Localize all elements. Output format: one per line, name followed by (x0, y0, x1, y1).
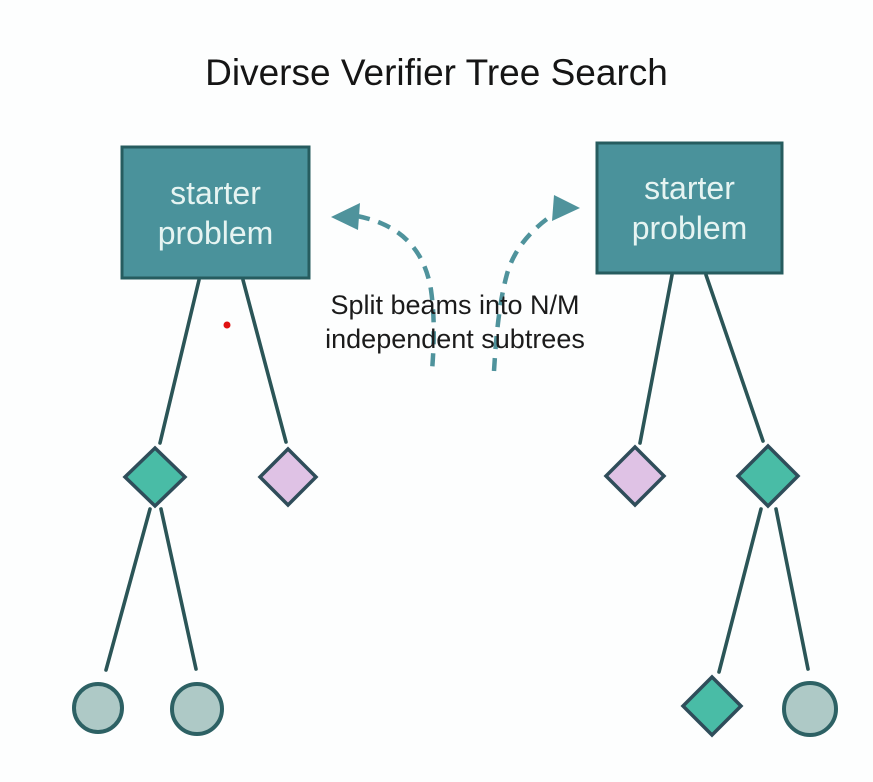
split-arrow-left-head-icon (331, 203, 360, 230)
tree-edge (241, 278, 288, 444)
right-root-box (595, 141, 784, 275)
right-diamond-pink (603, 444, 667, 508)
split-annotation: Split beams into N/M independent subtree… (255, 288, 655, 356)
left-diamond-pink (257, 446, 319, 508)
tree-edge (158, 278, 201, 445)
right-diamond-green (735, 443, 801, 509)
right-root-label-line1: starter (644, 170, 735, 206)
right-leaf-diamond-green (680, 674, 744, 738)
right-leaf-circle (782, 681, 838, 737)
red-pointer-dot (223, 321, 231, 329)
split-arrows (331, 195, 580, 372)
tree-edge (104, 507, 152, 672)
right-root-label: starter problem (597, 143, 782, 273)
tree-edge (159, 507, 198, 671)
split-arrow-right-head-icon (552, 195, 580, 221)
left-root-label-line2: problem (157, 214, 274, 251)
right-root-label-line2: problem (631, 210, 748, 246)
tree-edge (774, 507, 810, 671)
split-arrow-right-dashes (491, 210, 559, 372)
left-leaf-circle (72, 682, 124, 734)
diagram-title: Diverse Verifier Tree Search (205, 52, 668, 93)
right-tree (595, 141, 838, 738)
left-tree (72, 145, 319, 736)
left-root-label-line1: starter (170, 174, 261, 211)
split-annotation-line2: independent subtrees (325, 324, 585, 354)
split-annotation-line1: Split beams into N/M (330, 290, 580, 320)
left-diamond-green (122, 445, 188, 509)
tree-edge (704, 273, 765, 443)
left-root-label: starter problem (122, 147, 309, 278)
left-root-box (120, 145, 311, 280)
tree-edge (717, 507, 763, 674)
tree-edge (638, 273, 674, 445)
split-arrow-left-dashes (356, 213, 436, 372)
left-leaf-circle (170, 682, 224, 736)
